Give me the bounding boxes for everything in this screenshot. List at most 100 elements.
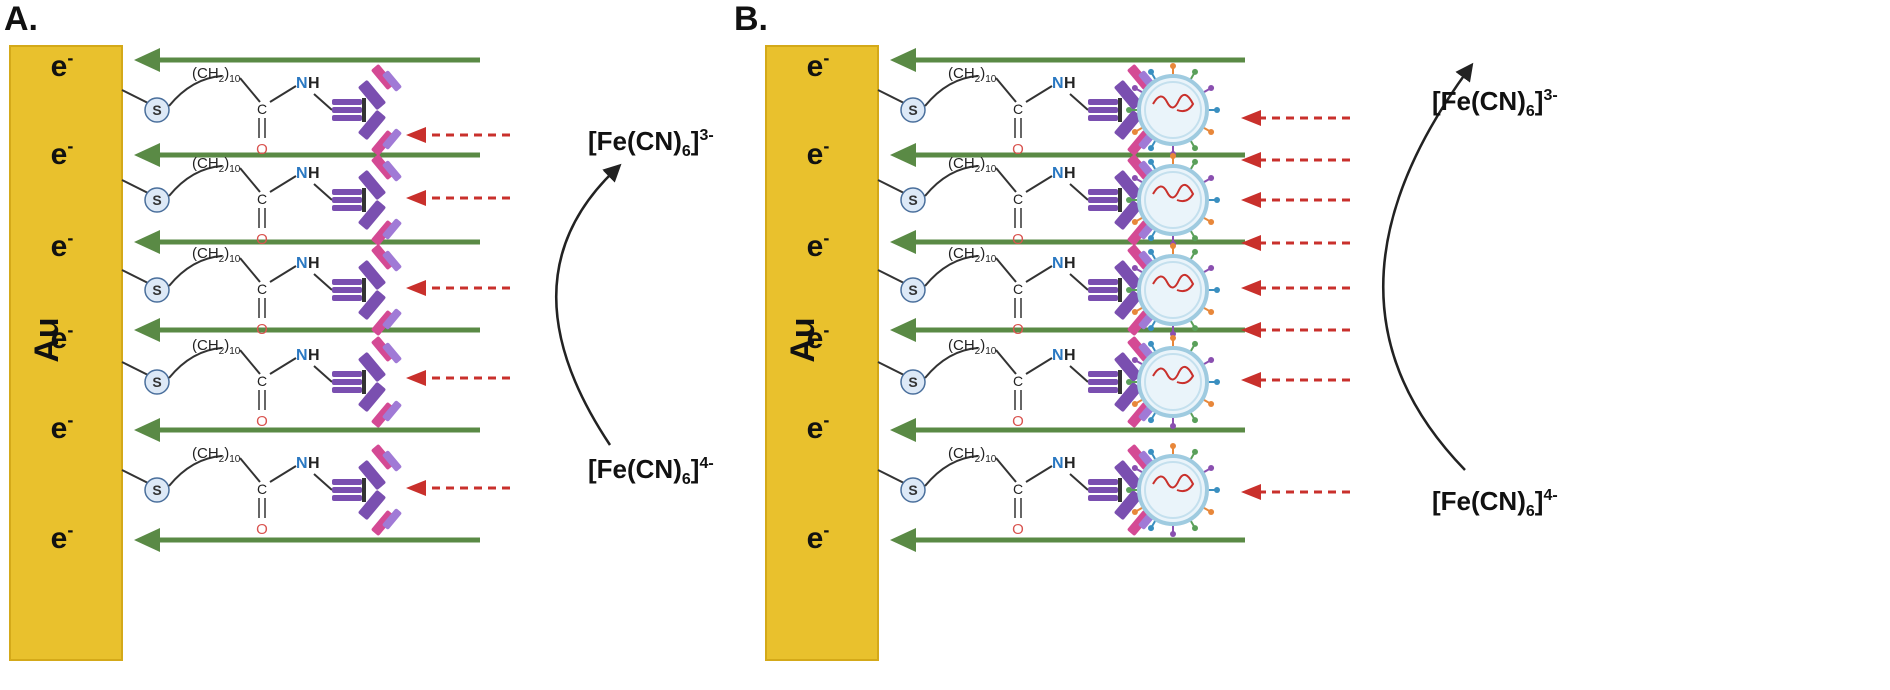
spike-protein — [1214, 379, 1220, 385]
electron-label: e- — [51, 48, 74, 83]
spike-protein — [1148, 417, 1154, 424]
sulfur-label: S — [908, 374, 917, 390]
spike-protein — [1131, 129, 1138, 135]
sulfur-atom — [900, 97, 926, 123]
spike-protein — [1192, 248, 1198, 255]
spike-protein — [1208, 85, 1215, 91]
sulfur-bond — [121, 361, 151, 377]
spike-protein — [1131, 175, 1138, 181]
alkyl-bond — [995, 349, 1017, 375]
spike-protein — [1208, 509, 1215, 515]
redox-probe-arrowhead — [406, 190, 426, 206]
linker-bond — [1069, 473, 1089, 491]
nitrogen-label: N — [1052, 75, 1064, 92]
spike-protein — [1148, 158, 1154, 165]
sulfur-label: S — [908, 102, 917, 118]
methylene-label: (CH2)10 — [192, 445, 241, 465]
amide-bond — [269, 465, 297, 483]
sulfur-bond — [121, 469, 151, 485]
sulfur-atom — [900, 187, 926, 213]
nitrogen-label: N — [296, 347, 308, 364]
electron-label: e- — [51, 520, 74, 555]
spike-protein — [1131, 219, 1138, 225]
viral-rna — [1152, 93, 1195, 113]
redox-probe-arrowhead — [1241, 280, 1261, 296]
spike-protein — [1148, 340, 1154, 347]
sulfur-label: S — [152, 374, 161, 390]
hydrogen-label: H — [1064, 255, 1076, 272]
spike-protein — [1131, 401, 1138, 407]
spike-protein — [1208, 357, 1215, 363]
sulfur-atom — [900, 477, 926, 503]
hydrogen-label: H — [308, 347, 320, 364]
sulfur-atom — [900, 369, 926, 395]
sulfur-bond — [877, 361, 907, 377]
electron-transfer-arrowhead — [890, 418, 916, 442]
spike-protein — [1148, 448, 1154, 455]
viral-rna — [1152, 183, 1195, 203]
electron-transfer-arrowhead — [134, 230, 160, 254]
viral-rna — [1152, 273, 1195, 293]
redox-conversion-arrow — [1382, 62, 1474, 471]
sulfur-label: S — [908, 482, 917, 498]
electron-label: e- — [807, 136, 830, 171]
alkyl-bond — [239, 257, 261, 283]
carbon-label: C — [1013, 191, 1023, 207]
spike-protein — [1126, 287, 1132, 293]
spike-protein — [1192, 325, 1198, 332]
electron-transfer-arrowhead — [134, 143, 160, 167]
amide-bond — [269, 85, 297, 103]
methylene-label: (CH2)10 — [192, 155, 241, 175]
spike-protein — [1192, 417, 1198, 424]
nitrogen-label: N — [296, 455, 308, 472]
electron-transfer-arrowhead — [890, 318, 916, 342]
panel-label: B. — [734, 0, 768, 38]
sulfur-label: S — [152, 282, 161, 298]
alkyl-bond — [924, 165, 979, 197]
oxygen-label: O — [256, 521, 268, 538]
electrode-label: Au — [28, 317, 66, 362]
electron-label: e- — [807, 228, 830, 263]
oxygen-label: O — [1012, 141, 1024, 158]
viral-envelope — [1137, 74, 1209, 146]
oxygen-label: O — [256, 231, 268, 248]
spike-protein — [1126, 487, 1132, 493]
sulfur-bond — [877, 179, 907, 195]
redox-probe-arrowhead — [1241, 192, 1261, 208]
electron-label: e- — [51, 410, 74, 445]
alkyl-bond — [924, 255, 979, 287]
gold-electrode — [765, 45, 879, 661]
spike-protein — [1148, 68, 1154, 75]
linker-bond — [313, 365, 333, 383]
spike-protein — [1214, 107, 1220, 113]
alkyl-bond — [239, 167, 261, 193]
methylene-label: (CH2)10 — [948, 337, 997, 357]
electron-transfer-arrowhead — [134, 528, 160, 552]
alkyl-bond — [168, 455, 223, 487]
antibody — [332, 336, 402, 428]
nitrogen-label: N — [296, 75, 308, 92]
electron-label: e- — [51, 136, 74, 171]
nitrogen-label: N — [1052, 347, 1064, 364]
spike-protein — [1192, 68, 1198, 75]
redox-probe-arrowhead — [406, 127, 426, 143]
sulfur-bond — [877, 89, 907, 105]
sulfur-label: S — [152, 102, 161, 118]
electron-label: e- — [807, 520, 830, 555]
sulfur-atom — [144, 369, 170, 395]
spike-protein — [1192, 145, 1198, 152]
spike-protein — [1131, 85, 1138, 91]
sulfur-label: S — [908, 282, 917, 298]
spike-protein — [1126, 107, 1132, 113]
electron-transfer-arrowhead — [890, 143, 916, 167]
virus-particle — [1126, 335, 1220, 429]
spike-protein — [1170, 531, 1176, 537]
sulfur-bond — [121, 269, 151, 285]
